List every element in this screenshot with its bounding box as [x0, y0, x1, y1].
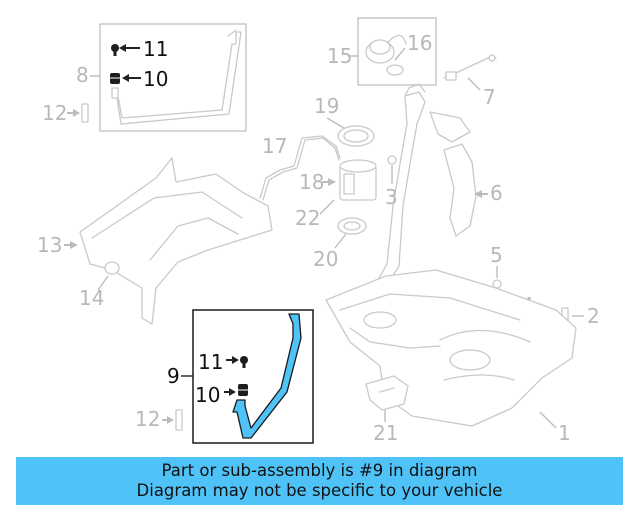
- fuel-line-part-17: [259, 135, 341, 201]
- fuel-cap-box: [357, 17, 437, 86]
- lock-ring-part-19: [337, 125, 375, 147]
- heat-shield-part-6: [443, 143, 477, 237]
- callout-10-top: 10: [143, 67, 168, 91]
- fuel-tank-part-1: [325, 269, 577, 427]
- callout-13: 13: [37, 233, 62, 257]
- arrow-11-bottom: [226, 356, 239, 364]
- pump-module-part-18: [339, 159, 377, 201]
- callout-10-bottom: 10: [195, 383, 220, 407]
- callout-18: 18: [299, 170, 324, 194]
- callout-12-top: 12: [42, 101, 67, 125]
- callout-20: 20: [313, 247, 338, 271]
- callout-21: 21: [373, 421, 398, 445]
- callout-12-bottom: 12: [135, 407, 160, 431]
- callout-19: 19: [314, 94, 339, 118]
- callout-15: 15: [327, 44, 352, 68]
- seal-part-20: [337, 217, 367, 235]
- callout-5: 5: [490, 243, 503, 267]
- arrow-10-bottom: [224, 388, 236, 396]
- grommet-part-14: [104, 261, 120, 275]
- callout-6: 6: [490, 181, 503, 205]
- clip-icon-bottom: [240, 356, 248, 368]
- parts-diagram: 11 10 8 12 15 16 7 6 3 19: [37, 17, 600, 445]
- bolt-icon-12-bottom: [175, 409, 183, 431]
- callout-22: 22: [295, 206, 320, 230]
- bolt-icon-12-top: [81, 103, 89, 123]
- callout-17: 17: [262, 134, 287, 158]
- callout-16: 16: [407, 31, 432, 55]
- nut-icon-top: [110, 73, 120, 84]
- callout-2: 2: [587, 304, 600, 328]
- filler-neck: [378, 83, 471, 283]
- bolt-part-3: [387, 155, 397, 165]
- banner-line-1: Part or sub-assembly is #9 in diagram: [161, 461, 478, 480]
- callout-7: 7: [483, 85, 496, 109]
- skid-plate-part-13: [79, 157, 273, 325]
- callout-9: 9: [167, 364, 180, 388]
- callout-1: 1: [558, 421, 571, 445]
- info-banner: Part or sub-assembly is #9 in diagram Di…: [16, 457, 623, 505]
- fuel-tank-strap-part-9: [232, 313, 302, 439]
- callout-3: 3: [385, 185, 398, 209]
- callout-8: 8: [76, 63, 89, 87]
- clip-icon-top: [111, 44, 119, 56]
- callout-11-bottom: 11: [198, 350, 223, 374]
- bracket-part-21: [365, 375, 409, 411]
- inset-box-top: [99, 23, 247, 132]
- sensor-part-7: [443, 54, 497, 81]
- arrow-10-top: [122, 74, 141, 82]
- callout-11-top: 11: [143, 37, 168, 61]
- callout-14: 14: [79, 286, 104, 310]
- nut-icon-bottom: [238, 384, 248, 396]
- arrow-11-top: [119, 44, 140, 52]
- highlight-box-part-9: [192, 309, 314, 444]
- banner-line-2: Diagram may not be specific to your vehi…: [136, 481, 503, 500]
